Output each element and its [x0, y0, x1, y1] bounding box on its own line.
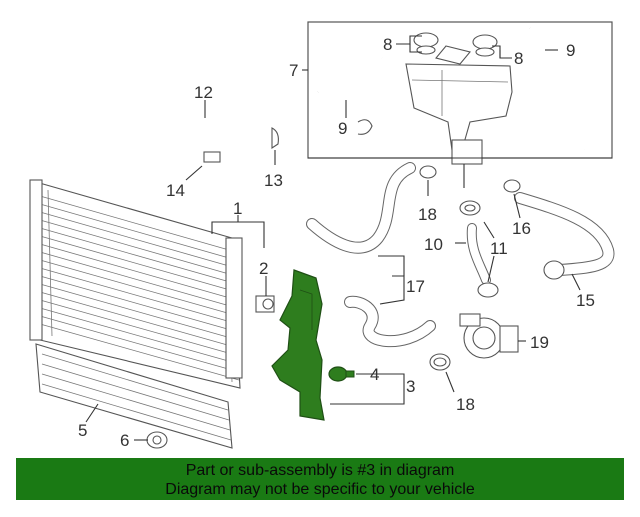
- banner-line-1: Part or sub-assembly is #3 in diagram: [185, 462, 455, 479]
- callout-6: 6: [120, 431, 129, 450]
- push-pin-4: [328, 366, 355, 382]
- banner-line-2: Diagram may not be specific to your vehi…: [165, 481, 475, 498]
- hose-15: [503, 179, 615, 280]
- callout-1: 1: [233, 199, 242, 218]
- leader-lines: [85, 35, 581, 441]
- callout-17: 17: [406, 277, 425, 296]
- clamp-18-upper: [419, 165, 437, 179]
- air-baffle-highlighted: [271, 269, 325, 421]
- callout-10: 10: [424, 235, 443, 254]
- radiator: [29, 179, 243, 389]
- callout-11: 11: [490, 239, 508, 258]
- callout-8-left: 8: [383, 35, 392, 54]
- callout-12: 12: [194, 83, 213, 102]
- clamp-18-lower: [429, 353, 451, 371]
- water-pump: [459, 313, 519, 359]
- callout-7: 7: [289, 61, 298, 80]
- callout-4: 4: [370, 365, 379, 384]
- callout-18-upper: 18: [418, 205, 437, 224]
- callout-9-right: 9: [566, 41, 575, 60]
- info-banner: Part or sub-assembly is #3 in diagram Di…: [16, 458, 624, 500]
- callout-5: 5: [78, 421, 87, 440]
- callout-14: 14: [166, 181, 185, 200]
- coolant-reservoir: [405, 32, 513, 165]
- condenser: [35, 343, 233, 449]
- hose-10: [459, 200, 499, 298]
- callout-3: 3: [406, 377, 415, 396]
- callout-15: 15: [576, 291, 595, 310]
- callout-9-left: 9: [338, 119, 347, 138]
- callout-13: 13: [264, 171, 283, 190]
- callout-16: 16: [512, 219, 531, 238]
- callout-18-lower: 18: [456, 395, 475, 414]
- hose-17: [306, 162, 436, 347]
- drain-plug: [146, 431, 168, 449]
- callout-8-right: 8: [514, 49, 523, 68]
- bolt-2: [255, 295, 275, 313]
- callout-2: 2: [259, 259, 268, 278]
- callout-numbers: 1 2 3 4 5 6 7 8 8 9 9 10 11 12 13 14 15 …: [78, 35, 595, 450]
- callout-19: 19: [530, 333, 549, 352]
- upper-hose: [171, 121, 279, 164]
